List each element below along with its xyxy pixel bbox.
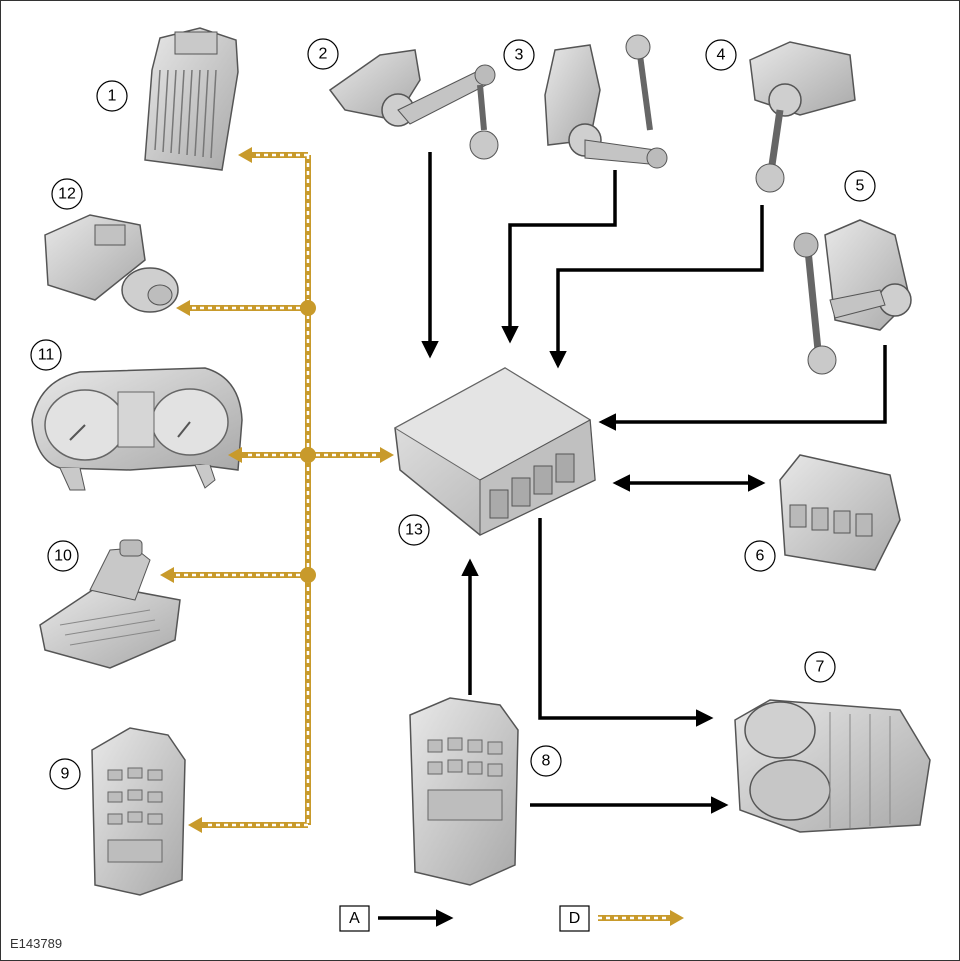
legend-a: A	[339, 905, 454, 932]
legend-d-label: D	[569, 910, 581, 927]
air-suspension-control-module-icon	[394, 367, 596, 536]
can-bus-lines	[160, 147, 394, 833]
callout-3: 3	[503, 39, 535, 71]
callout-12-label: 12	[58, 186, 76, 203]
callout-13: 13	[398, 514, 430, 546]
callout-10: 10	[47, 540, 79, 572]
callout-8-label: 8	[542, 753, 551, 770]
callout-1-label: 1	[108, 88, 117, 105]
callout-2: 2	[307, 38, 339, 70]
callout-3-label: 3	[515, 47, 524, 64]
callout-10-label: 10	[54, 548, 72, 565]
height-sensor-rear-right-icon	[793, 219, 912, 375]
callout-5-label: 5	[856, 178, 865, 195]
callout-11: 11	[30, 339, 62, 371]
callout-8: 8	[530, 745, 562, 777]
callout-9-label: 9	[61, 766, 70, 783]
hardwired-lines	[421, 152, 887, 814]
height-sensor-front-right-icon	[544, 34, 668, 169]
callout-7: 7	[804, 651, 836, 683]
callout-6: 6	[744, 540, 776, 572]
callout-4-label: 4	[717, 47, 726, 64]
callout-2-label: 2	[319, 46, 328, 63]
callout-11-label: 11	[38, 347, 55, 364]
callout-9: 9	[49, 758, 81, 790]
legend-d: D	[559, 905, 684, 932]
callout-13-label: 13	[405, 522, 423, 539]
engine-control-module-icon	[144, 27, 239, 171]
callout-1: 1	[96, 80, 128, 112]
valve-block-icon	[779, 454, 901, 571]
callout-5: 5	[844, 170, 876, 202]
legend-a-label: A	[349, 910, 360, 927]
figure-reference: E143789	[10, 936, 62, 951]
callout-4: 4	[705, 39, 737, 71]
air-compressor-icon	[734, 699, 931, 833]
transmission-control-module-icon	[39, 539, 181, 669]
callout-12: 12	[51, 178, 83, 210]
callout-6-label: 6	[756, 548, 765, 565]
height-sensor-rear-left-icon	[749, 41, 856, 193]
height-sensor-front-left-icon	[328, 49, 499, 160]
legend: A D	[339, 905, 684, 932]
central-junction-box-icon	[91, 727, 186, 896]
abs-module-icon	[44, 214, 179, 313]
fuse-box-icon	[409, 697, 519, 886]
callout-7-label: 7	[816, 659, 825, 676]
instrument-cluster-icon	[31, 367, 243, 491]
